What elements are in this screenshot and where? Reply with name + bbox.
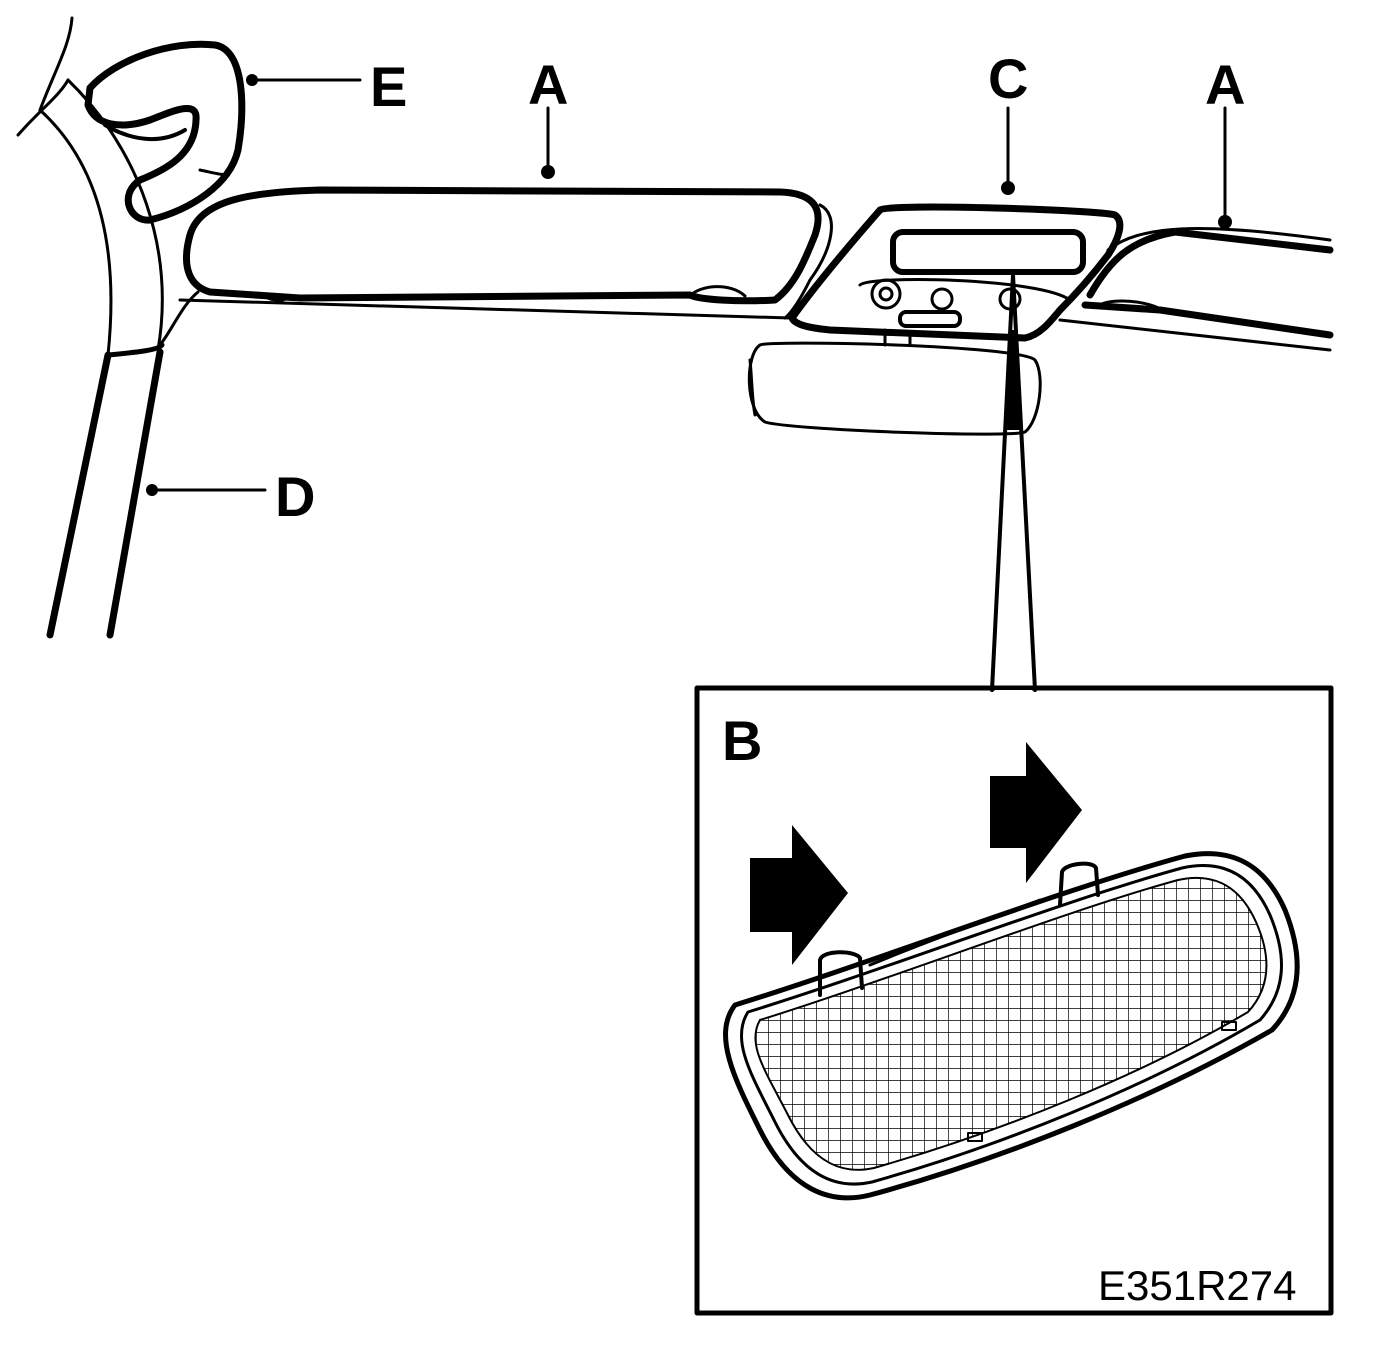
arrow-right-icon <box>750 825 848 965</box>
rearview-mirror <box>747 341 1042 436</box>
headliner-panel-right <box>1058 227 1334 352</box>
callout-d: D <box>275 465 315 528</box>
zoom-pointer <box>990 273 1037 692</box>
lamp-lens-cover <box>723 851 1300 1201</box>
detail-inset: B E351R274 <box>694 685 1334 1316</box>
callout-e: E <box>370 55 407 118</box>
grab-handle <box>84 40 246 224</box>
callout-c: C <box>988 47 1028 110</box>
headliner-panel-left <box>178 186 833 320</box>
callout-a-left: A <box>528 53 568 116</box>
a-pillar <box>16 16 200 639</box>
figure-code: E351R274 <box>1098 1262 1297 1309</box>
arrow-right-icon <box>990 742 1082 883</box>
overhead-console <box>788 203 1124 347</box>
callout-a-right: A <box>1205 53 1245 116</box>
leader-lines <box>146 74 1232 496</box>
callout-b: B <box>722 709 762 772</box>
